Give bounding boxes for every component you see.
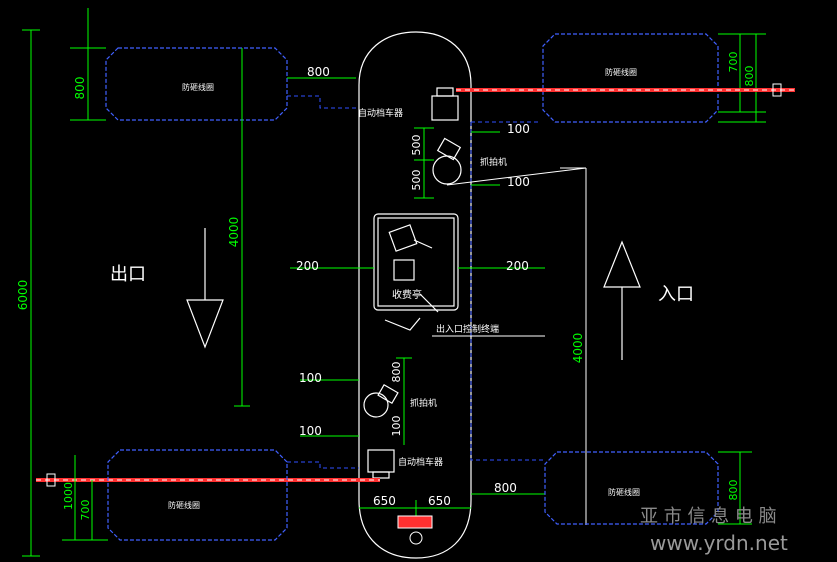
exit-label: 出口 — [110, 264, 146, 285]
camera-top-icon — [432, 137, 462, 185]
dim-booth-200l: 200 — [296, 259, 319, 273]
barrier-unit-bottom — [367, 449, 395, 479]
watermark-url: www.yrdn.net — [650, 531, 788, 555]
dim-tl-800-label: 800 — [73, 77, 87, 100]
dim-bl-1000: 1000 — [62, 482, 75, 510]
loop-label: 防砸线圈 — [608, 487, 640, 497]
controller-label: 出入口控制终端 — [436, 323, 499, 335]
dim-left-4000-label: 4000 — [227, 217, 241, 248]
dim-650-right: 650 — [428, 494, 451, 508]
auto-barrier-bottom-label: 自动档车器 — [398, 456, 443, 468]
dim-tr-800-label: 800 — [743, 66, 756, 87]
dim-cam-100a: 100 — [507, 122, 530, 136]
barrier-arm-top — [456, 83, 795, 97]
dim-bcam-100a: 100 — [299, 371, 322, 385]
dim-bl-700: 700 — [79, 500, 92, 521]
camera-bottom-label: 抓拍机 — [410, 397, 437, 409]
dim-6000-label: 6000 — [16, 280, 30, 311]
dim-br-800h-label: 800 — [494, 481, 517, 495]
booth-label: 收费亭 — [392, 288, 422, 301]
entry-arrow — [603, 240, 641, 360]
dim-tl-800-vertical — [70, 8, 106, 121]
dim-bl-vertical — [62, 455, 108, 541]
camera-top-label: 抓拍机 — [480, 156, 507, 168]
dim-bottom-650 — [359, 500, 471, 516]
dim-bcam-800: 800 — [390, 362, 403, 383]
dim-650-left: 650 — [373, 494, 396, 508]
dim-cam-500a: 500 — [410, 135, 423, 156]
dim-tr-700-label: 700 — [727, 52, 740, 73]
watermark-cn: 亚 市 信 息 电 脑 — [640, 506, 777, 527]
dim-br-vertical — [718, 451, 752, 525]
lane-paths — [287, 95, 545, 469]
island-outline — [358, 31, 472, 559]
loop-label: 防砸线圈 — [168, 500, 200, 510]
exit-arrow — [186, 228, 224, 349]
dim-cam-top — [414, 127, 500, 199]
loop-label: 防砸线圈 — [605, 67, 637, 77]
dim-cam-bottom — [300, 357, 412, 445]
dim-cam-500b: 500 — [410, 170, 423, 191]
barrier-arm-bottom — [36, 473, 380, 487]
dim-tr-vertical — [718, 33, 766, 123]
loop-top-left: 防砸线圈 — [105, 47, 288, 121]
loop-bottom-left: 防砸线圈 — [107, 449, 288, 541]
dim-bcam-100b: 100 — [299, 424, 322, 438]
dim-tl-800h-label: 800 — [307, 65, 330, 79]
barrier-unit-top — [431, 87, 459, 121]
loop-bottom-right: 防砸线圈 — [544, 451, 719, 525]
dim-cam-100b: 100 — [507, 175, 530, 189]
dim-right-4000-label: 4000 — [571, 333, 585, 364]
island-bottom-marker — [397, 515, 433, 545]
booth-icon — [373, 213, 459, 331]
loop-label: 防砸线圈 — [182, 82, 214, 92]
dim-bcam-100c: 100 — [390, 416, 403, 437]
loop-top-right: 防砸线圈 — [542, 33, 719, 123]
auto-barrier-top-label: 自动档车器 — [358, 107, 403, 119]
dim-br-800v-label: 800 — [727, 480, 740, 501]
dim-total-height — [22, 29, 40, 557]
dim-booth-200r: 200 — [506, 259, 529, 273]
dim-left-4000 — [234, 48, 250, 407]
camera-bottom-icon — [363, 383, 399, 418]
entry-label: 入口 — [658, 284, 694, 305]
